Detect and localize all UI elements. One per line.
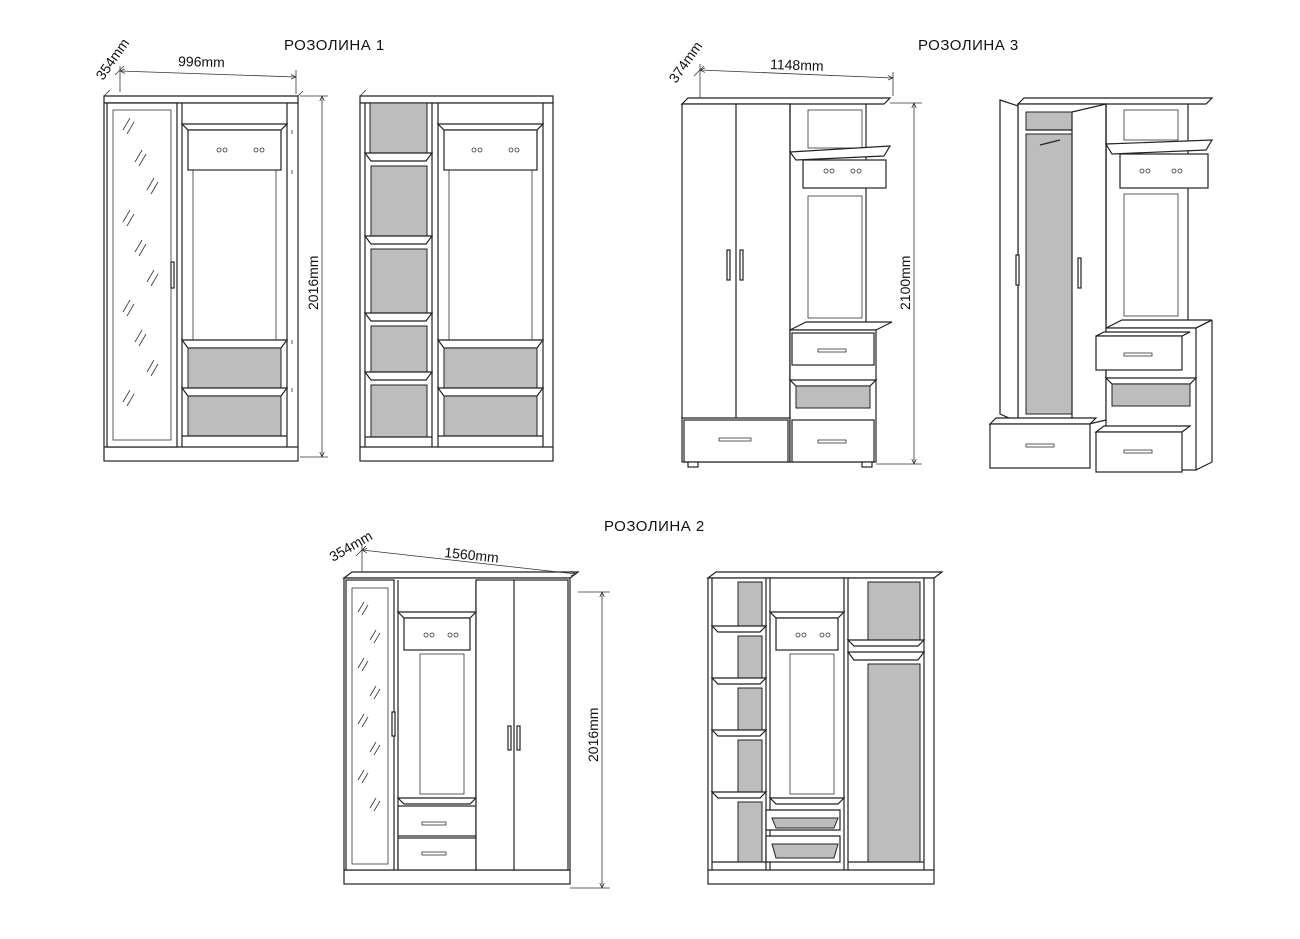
product-title-rozolina-3: РОЗОЛИНА 3 — [918, 37, 1019, 54]
depth-label-rozolina-2: 354mm — [327, 527, 375, 564]
depth-label-rozolina-1: 354mm — [92, 35, 132, 82]
height-label-rozolina-1: 2016mm — [305, 256, 321, 310]
height-label-rozolina-2: 2016mm — [585, 708, 601, 762]
rozolina-1-dimensions — [114, 65, 328, 457]
width-label-rozolina-3: 1148mm — [770, 56, 824, 74]
mirror-reflection-marks — [122, 117, 159, 407]
height-label-rozolina-3: 2100mm — [897, 256, 913, 310]
rozolina-2-open-view — [706, 571, 944, 885]
rozolina-2-closed-view — [342, 571, 580, 885]
product-title-rozolina-2: РОЗОЛИНА 2 — [604, 518, 705, 535]
rozolina-3-dimensions — [693, 64, 922, 464]
hooks — [216, 147, 265, 153]
rozolina-1-closed-view — [103, 89, 304, 462]
rozolina-2-dimensions — [355, 544, 610, 888]
rozolina-1-open-view — [359, 89, 554, 462]
width-label-rozolina-1: 996mm — [178, 53, 225, 70]
mirror-reflection-marks-2 — [357, 601, 381, 812]
rozolina-3-open-view — [988, 97, 1214, 473]
depth-label-rozolina-3: 374mm — [665, 38, 705, 85]
rozolina-3-closed-view — [680, 97, 893, 468]
product-title-rozolina-1: РОЗОЛИНА 1 — [284, 37, 385, 54]
width-label-rozolina-2: 1560mm — [444, 544, 500, 566]
